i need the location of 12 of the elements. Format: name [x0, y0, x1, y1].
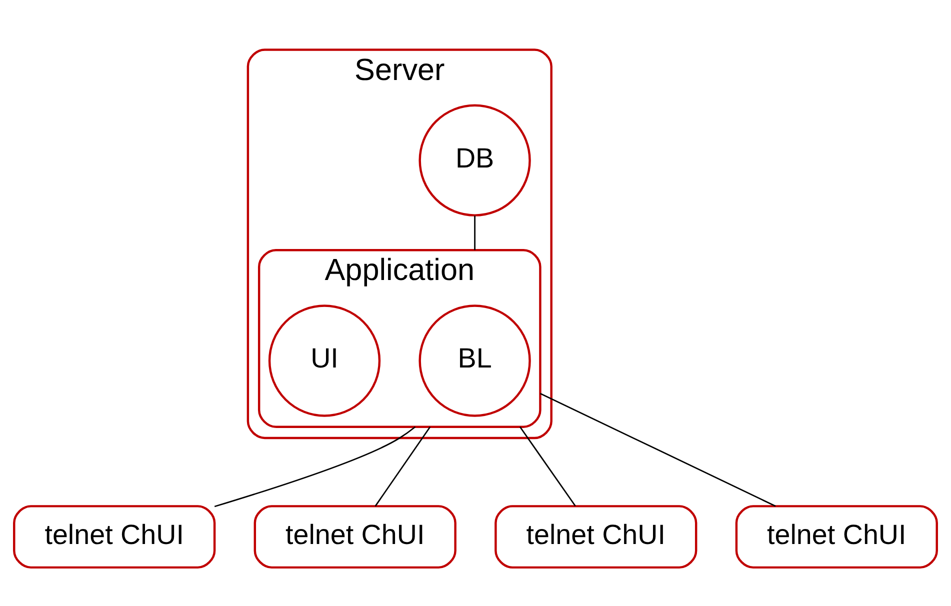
node-box: telnet ChUI	[13, 505, 216, 569]
connector	[519, 426, 576, 506]
connector	[474, 216, 476, 250]
node-circle: DB	[418, 104, 531, 216]
node-box: telnet ChUI	[254, 505, 456, 569]
node-circle: UI	[268, 304, 381, 417]
connector	[374, 426, 431, 507]
node-circle: BL	[418, 304, 531, 417]
node-box: telnet ChUI	[735, 505, 938, 569]
connector	[540, 392, 776, 507]
node-box: telnet ChUI	[494, 505, 698, 569]
connector	[214, 426, 416, 508]
